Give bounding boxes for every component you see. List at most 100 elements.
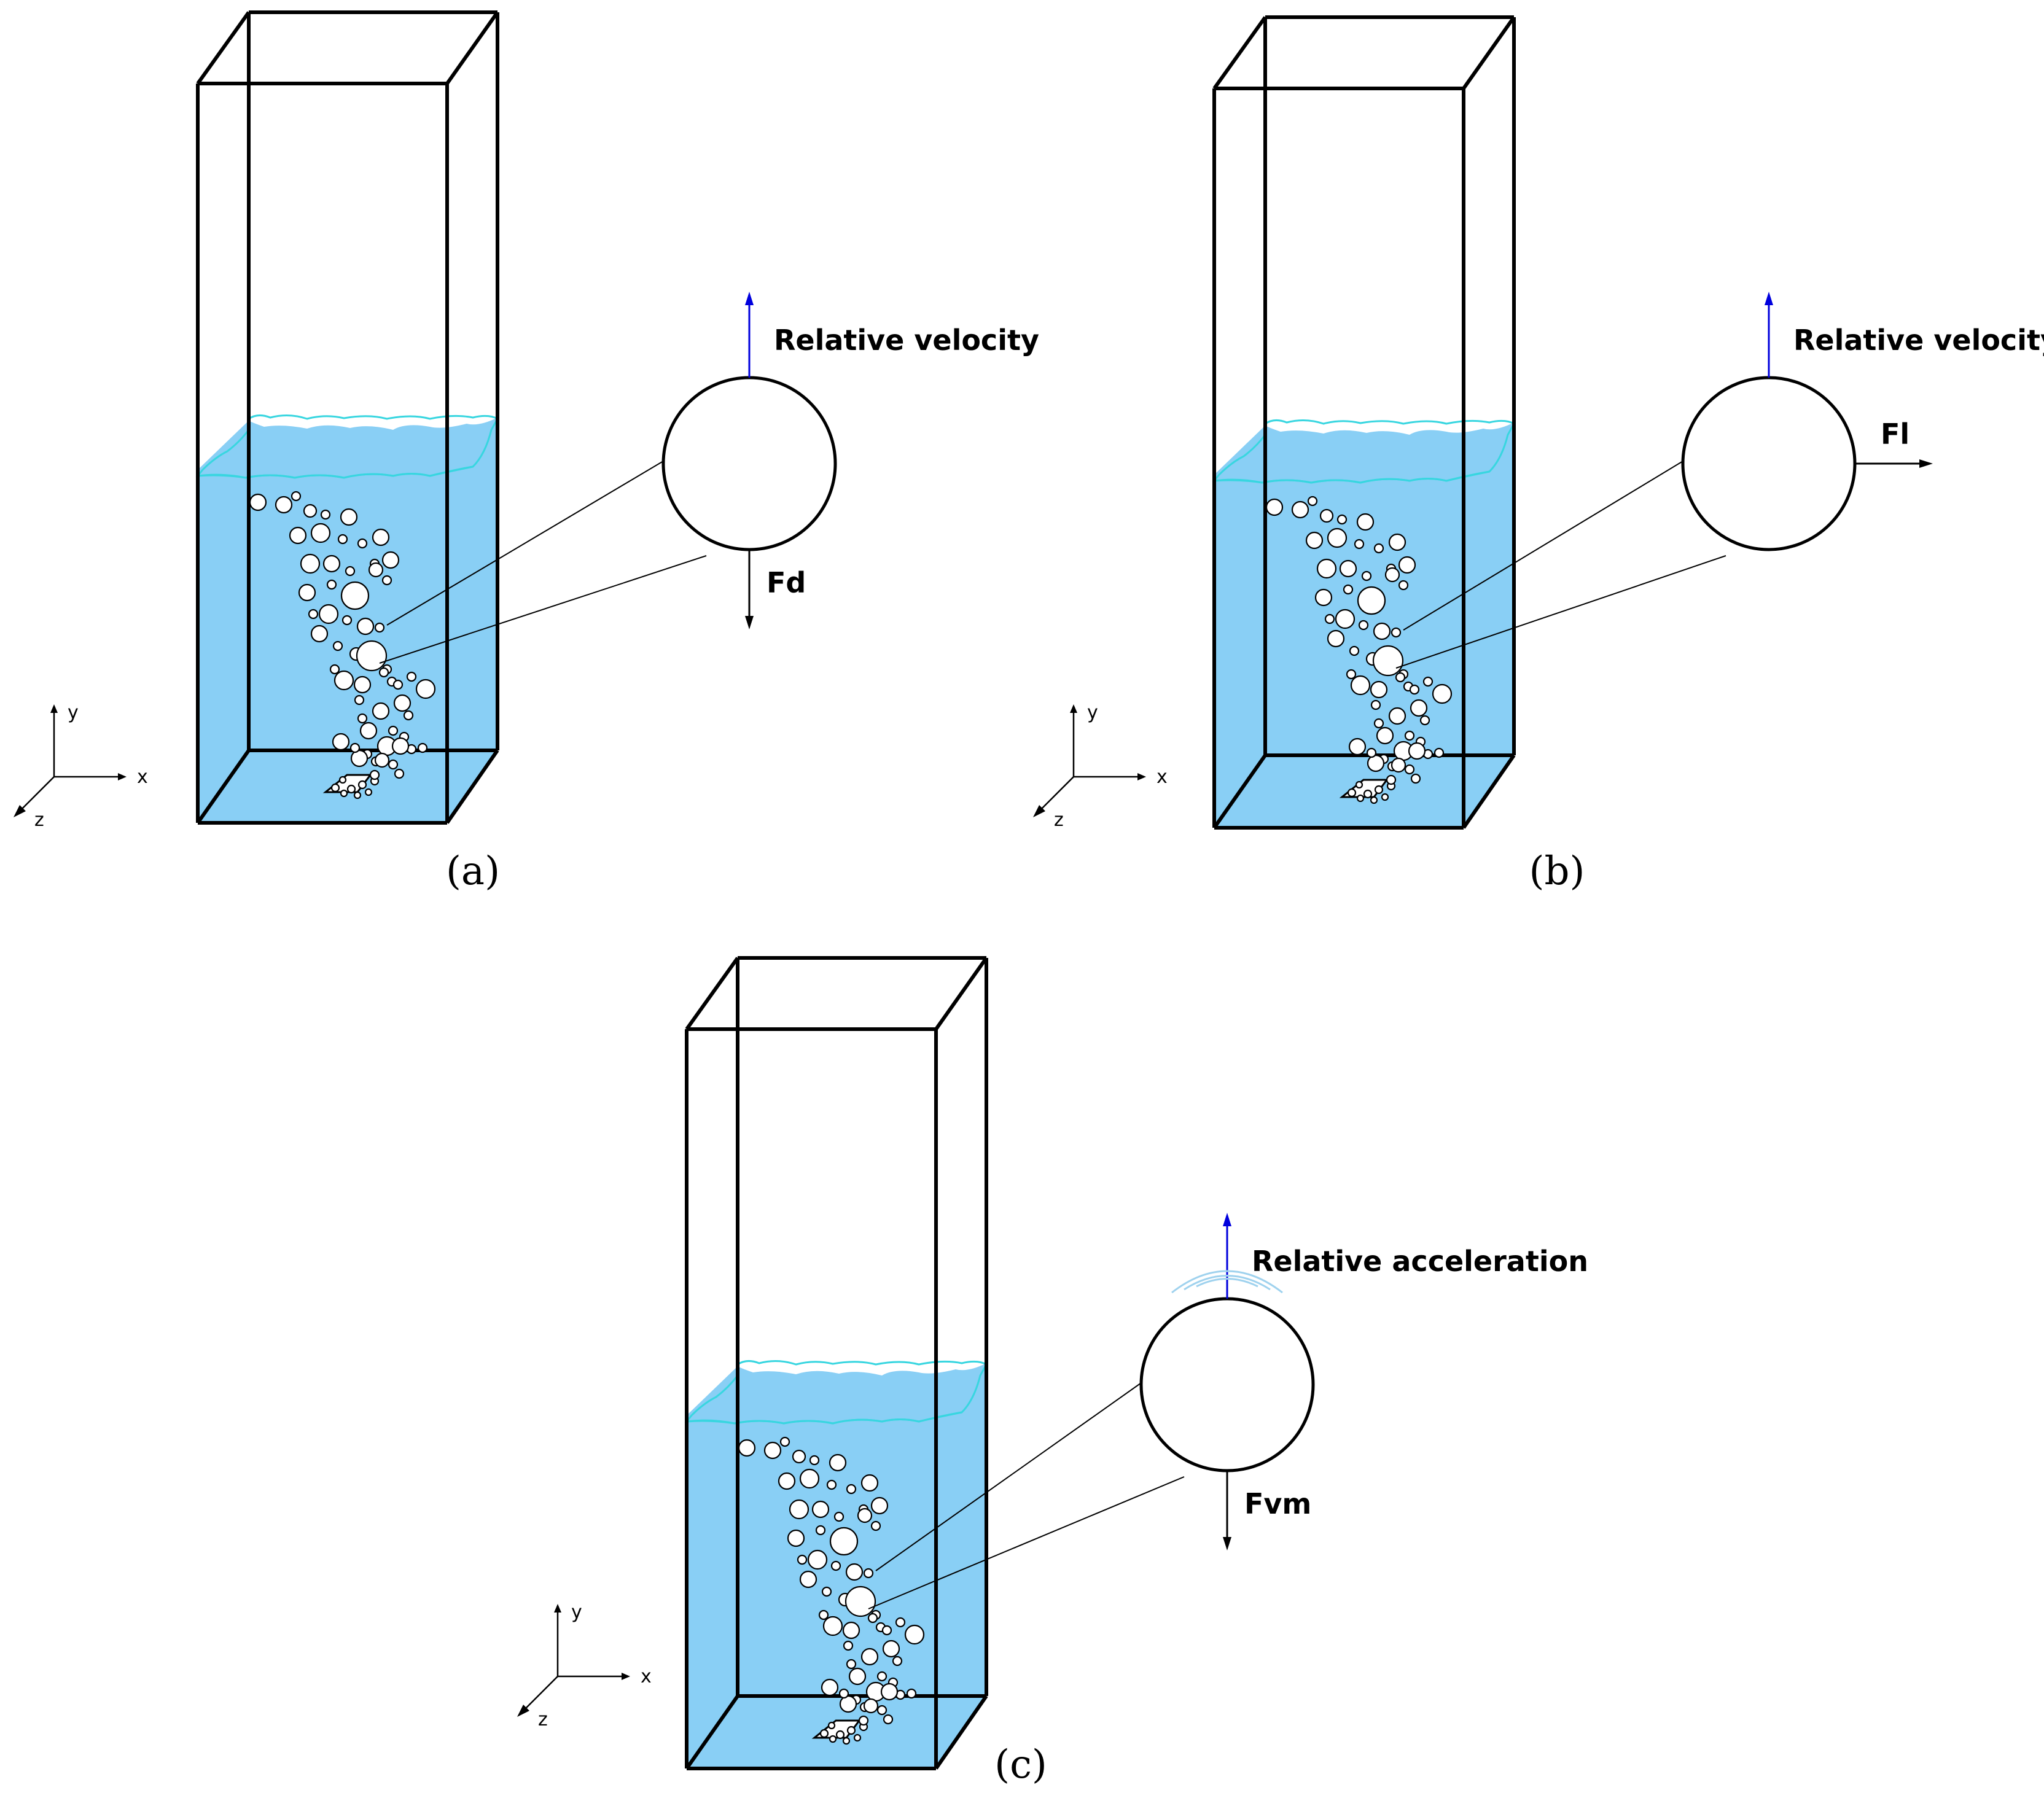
bubble [357,538,368,549]
bubble [320,509,331,520]
z-axis-line [17,776,55,814]
bubble [870,1496,889,1515]
force-label: Fd [766,566,806,599]
bubble [353,675,372,694]
bubble [300,553,321,574]
bubble [846,1659,857,1670]
zoom-leader-lower [1395,555,1726,669]
bubble [356,617,375,636]
bubble [842,1621,860,1640]
column-frame [196,10,499,825]
bubble-plume [249,491,436,780]
bubble [858,1715,869,1726]
bubble [881,1625,892,1636]
bubble [388,759,399,770]
bubble [1339,559,1357,578]
bubble [1432,683,1453,704]
bubble [876,1705,887,1716]
bubble [1358,620,1369,631]
injector-hole [330,783,340,793]
bubble [787,1529,805,1547]
bubble [340,508,358,526]
bubble [833,1511,845,1522]
injector-hole [1381,793,1389,801]
bubble [829,1453,847,1472]
bubble [1291,500,1309,519]
bubble [738,1439,756,1457]
bubble [291,491,302,502]
bubble [838,1688,849,1699]
force-arrow-head [745,616,754,629]
injector-hole [846,1725,856,1735]
x-axis-label: x [137,766,148,788]
bubble [1349,645,1360,656]
bubble [322,554,341,573]
force-label: Fl [1881,418,1909,451]
zoom-leader-upper [875,1378,1148,1571]
bubble [895,1617,906,1628]
bubble [1356,513,1375,531]
bubble [329,664,340,675]
injector-hole [1356,794,1365,803]
injector-hole [829,1735,837,1743]
bubble [1391,757,1406,773]
zoomed-bubble [1681,376,1857,551]
injector-hole [340,789,348,798]
z-axis-line [520,1676,558,1714]
bubble [381,551,400,569]
injector-hole [338,776,347,784]
bubble [830,1560,841,1571]
z-axis-label: z [34,809,44,831]
bubble [1395,672,1406,683]
bubble [1366,747,1377,758]
bubble [318,604,339,624]
bubble [1350,675,1371,696]
y-axis-arrow [50,704,58,713]
bubble [349,742,361,753]
bubble [345,566,356,577]
bubble [821,1586,832,1597]
x-axis-label: x [1157,766,1168,788]
zoom-leader-upper [1403,457,1690,631]
injector-hole [842,1737,851,1745]
bubble [789,1499,809,1520]
relative-arrow-head [745,292,754,305]
bubble [374,752,390,768]
bubble [1307,496,1318,507]
bubble [809,1455,820,1466]
bubble [1372,645,1404,677]
bubble [821,1678,839,1697]
bubble [880,1683,899,1701]
bubble [403,710,414,721]
bubble [350,749,369,768]
bubble [1357,586,1386,615]
bubble [1404,730,1415,741]
acceleration-wave-mark [1171,1270,1283,1294]
bubble [369,769,380,780]
bubble [354,694,365,706]
relative-label: Relative acceleration [1252,1245,1588,1278]
bubble [1327,527,1348,548]
bubble [359,722,378,740]
x-axis-arrow [622,1673,630,1680]
bubble [1343,584,1354,595]
bubble [1419,715,1430,726]
z-axis-arrow [14,805,26,817]
bubble [372,528,390,547]
y-axis-label: y [571,1601,582,1623]
coordinate-axes: yxz [1033,702,1168,831]
injector-hole [827,1721,836,1730]
bubble [807,1549,828,1570]
z-axis-label: z [538,1709,548,1730]
bubble [1404,764,1415,775]
bubble [1370,680,1388,699]
relative-arrow-head [1223,1213,1231,1226]
bubble [1373,543,1384,554]
bubble [378,667,389,678]
bubble [392,679,404,690]
bubble [1408,742,1426,760]
injector-hole [853,1733,862,1742]
acceleration-wave-mark [1196,1278,1258,1288]
